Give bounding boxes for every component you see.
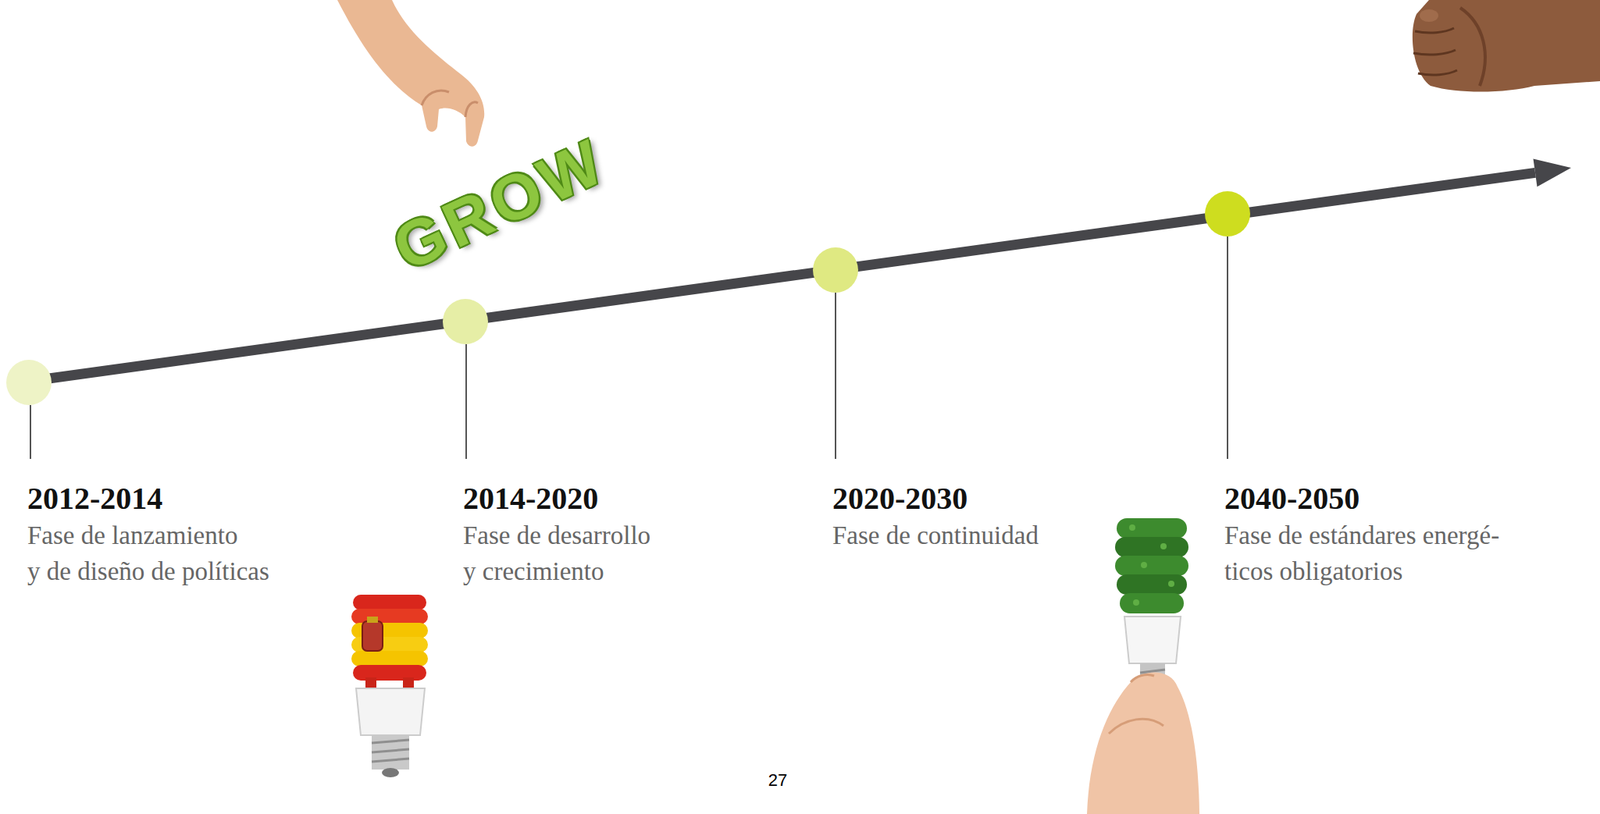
phase-node: 2012-2014Fase de lanzamiento y de diseño…	[27, 480, 278, 590]
phase-years: 2020-2030	[832, 480, 1047, 518]
line-break-spacer	[242, 517, 278, 542]
phase-years: 2040-2050	[1224, 480, 1508, 518]
page-number: 27	[768, 770, 788, 792]
leader-lines	[30, 236, 1228, 460]
phase-node: 2040-2050Fase de estándares energé- tico…	[1224, 480, 1508, 590]
phase-node: 2014-2020Fase de desarrollo y crecimient…	[463, 480, 660, 590]
phase-description: Fase de lanzamiento y de diseño de polít…	[27, 517, 278, 590]
phase-description: Fase de continuidad	[832, 517, 1047, 554]
timeline-arrow	[23, 159, 1572, 383]
phase-description: Fase de desarrollo y crecimiento	[463, 517, 660, 590]
line-break-spacer	[1503, 517, 1508, 542]
phase-years: 2012-2014	[27, 480, 278, 518]
pointing-hand	[337, 0, 485, 147]
phase-description: Fase de estándares energé- ticos obligat…	[1224, 517, 1508, 590]
timeline-dot	[812, 247, 859, 293]
green-bulb-in-hand	[1086, 518, 1200, 814]
spanish-flag-bulb	[351, 595, 428, 778]
line-break-spacer	[655, 517, 660, 542]
fist	[1412, 0, 1600, 93]
phase-node: 2020-2030Fase de continuidad	[832, 480, 1047, 554]
timeline-dot	[6, 359, 52, 406]
grow-letters: GROW	[382, 124, 618, 286]
timeline-dot	[442, 299, 489, 345]
phase-years: 2014-2020	[463, 480, 660, 518]
timeline-dot	[1204, 191, 1251, 237]
